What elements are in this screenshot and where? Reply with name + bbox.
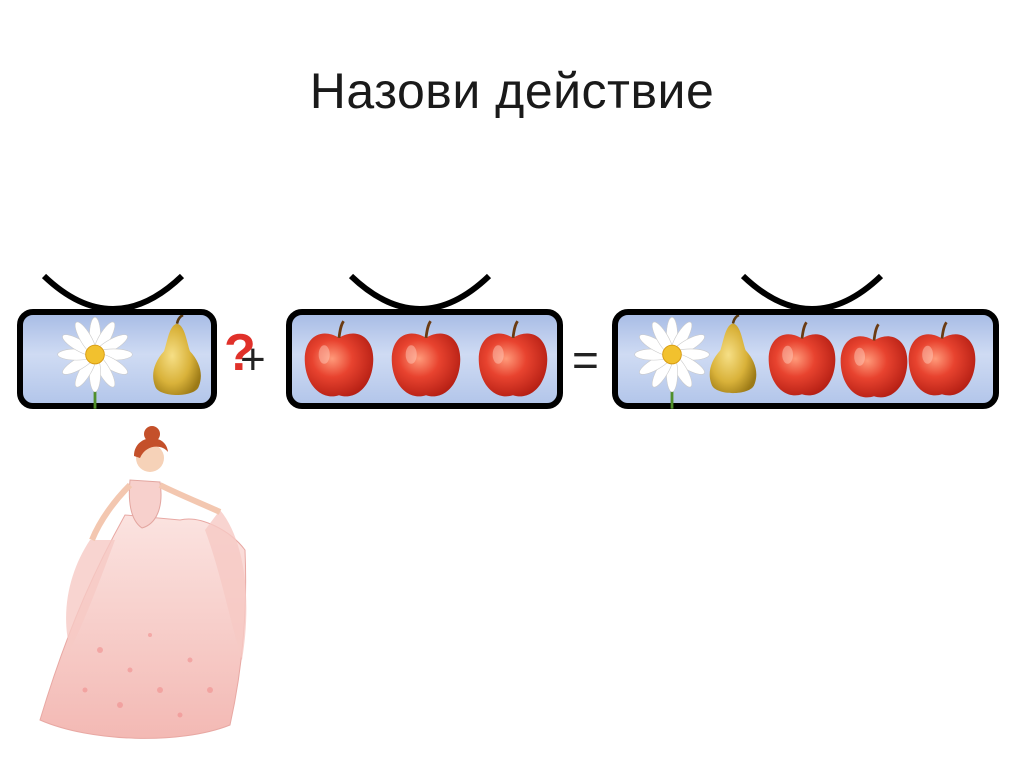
- pear-icon: [145, 315, 209, 401]
- apple-icon: [906, 319, 978, 403]
- question-mark[interactable]: ?: [224, 324, 256, 382]
- group-box-2: [286, 309, 563, 409]
- apple-icon: [838, 321, 910, 405]
- apple-icon: [389, 319, 463, 403]
- plus-sign: +: [240, 335, 266, 384]
- daisy-icon: [53, 315, 137, 409]
- result-box: [612, 309, 999, 409]
- princess-figure: [39, 426, 247, 739]
- apple-icon: [302, 319, 376, 403]
- apple-icon: [476, 319, 550, 403]
- equals-sign: =: [572, 334, 599, 386]
- apple-icon: [766, 319, 838, 403]
- slide-title: Назови действие: [309, 63, 715, 119]
- pear-icon: [702, 315, 764, 399]
- group-box-1: [17, 309, 217, 409]
